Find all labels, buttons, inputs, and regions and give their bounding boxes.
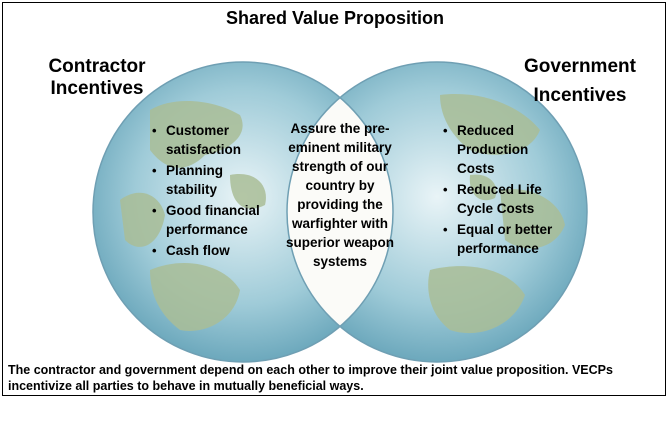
list-item: Cash flow: [152, 241, 272, 260]
list-item: Reduced Life Cycle Costs: [443, 180, 553, 218]
contractor-incentives-heading: Contractor Incentives: [22, 56, 172, 100]
list-item: Reduced Production Costs: [443, 121, 553, 178]
overlap-region: [287, 62, 393, 362]
list-item: Planning stability: [152, 161, 272, 199]
left-circle-outline: [92, 61, 394, 363]
government-heading-line2: Incentives: [533, 85, 627, 106]
diagram-title: Shared Value Proposition: [225, 8, 445, 28]
contractor-incentives-list: Customer satisfaction Planning stability…: [152, 121, 272, 262]
contractor-heading-line1: Contractor: [48, 56, 146, 77]
list-item: Customer satisfaction: [152, 121, 272, 159]
list-item: Equal or better performance: [443, 220, 553, 258]
shared-value-statement: Assure the pre-eminent military strength…: [285, 121, 395, 269]
contractor-heading-line2: Incentives: [50, 78, 144, 99]
list-item: Good financial performance: [152, 201, 272, 239]
footer-caption: The contractor and government depend on …: [8, 363, 613, 393]
government-incentives-list: Reduced Production Costs Reduced Life Cy…: [443, 121, 553, 260]
government-heading-line1: Government: [524, 56, 636, 77]
right-circle-outline: [286, 61, 588, 363]
diagram-frame: [2, 2, 666, 396]
government-incentives-heading: Government Incentives: [500, 56, 660, 107]
